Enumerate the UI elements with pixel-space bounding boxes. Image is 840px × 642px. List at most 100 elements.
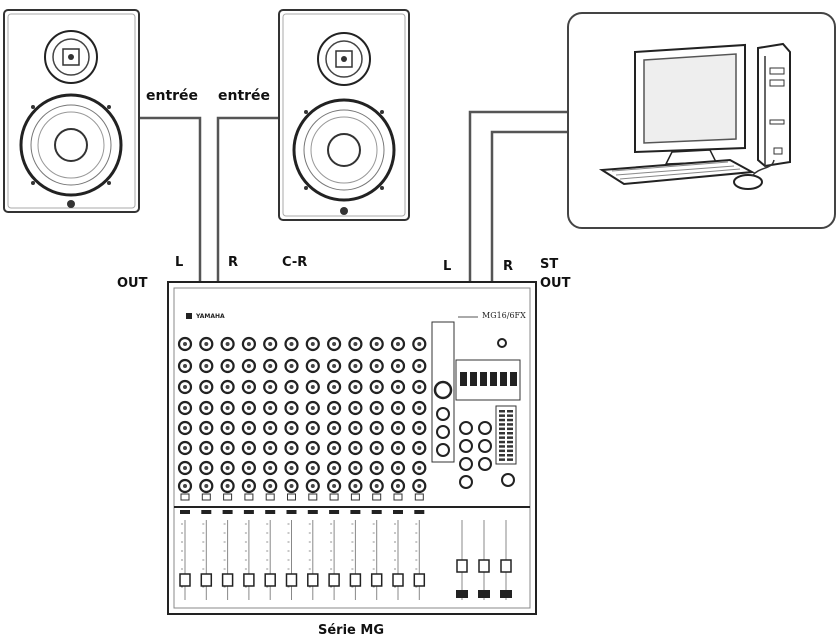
channel-knob — [348, 478, 363, 494]
master-fader — [478, 520, 490, 600]
channel-knob — [199, 379, 214, 395]
woofer-icon — [292, 98, 396, 202]
channel-knob — [305, 336, 320, 352]
master-knob — [501, 473, 515, 487]
speaker-left-input-label: entrée — [146, 88, 198, 104]
cable-st-right — [490, 130, 568, 282]
power-indicator-icon — [497, 338, 507, 348]
channel-knob — [327, 379, 342, 395]
channel-knob — [390, 440, 406, 456]
speaker-right-input-label: entrée — [218, 88, 270, 104]
channel-knob — [305, 358, 320, 374]
channel-fader — [328, 510, 340, 600]
master-knob — [459, 475, 473, 489]
group-button — [510, 372, 517, 386]
channel-knob — [369, 460, 384, 476]
channel-button — [244, 493, 254, 501]
channel-knob — [390, 336, 406, 352]
master-knob — [478, 421, 492, 435]
channel-fader — [307, 510, 319, 600]
mixer-caption: Série MG — [318, 623, 384, 638]
master-fader — [500, 520, 512, 600]
channel-knob — [241, 460, 256, 476]
channel-button — [287, 493, 296, 501]
mixer: YAMAHA MG16/6FX — [167, 281, 537, 615]
keyboard-icon — [598, 158, 756, 186]
channel-knob — [369, 478, 384, 494]
master-knobs — [436, 407, 515, 489]
channel-knob — [241, 336, 256, 352]
cables — [139, 110, 568, 282]
group-button — [500, 372, 507, 386]
channel-knob — [220, 379, 235, 395]
channel-knob — [327, 400, 342, 416]
channel-knob — [220, 440, 235, 456]
channel-knob — [241, 420, 256, 436]
speaker-logo-icon — [67, 200, 75, 208]
channel-fader — [370, 510, 383, 600]
channel-knob — [241, 400, 256, 416]
channel-knob — [305, 440, 320, 456]
channel-knob — [263, 336, 278, 352]
woofer-icon — [19, 93, 123, 197]
channel-button — [265, 493, 275, 501]
channel-knob — [412, 358, 427, 374]
channel-knob — [284, 400, 299, 416]
channel-knob — [220, 400, 235, 416]
speaker-logo-icon — [340, 207, 348, 215]
channel-knob — [220, 420, 235, 436]
group-button — [470, 372, 477, 386]
return-knob — [436, 425, 450, 439]
channel-fader — [392, 510, 404, 600]
channel-knob — [263, 420, 278, 436]
st-label: ST — [540, 257, 558, 272]
channel-knob — [412, 478, 427, 494]
st-left-label: L — [443, 259, 451, 274]
tweeter-icon — [44, 30, 98, 84]
channel-knob — [177, 478, 193, 494]
master-section — [431, 321, 521, 489]
channel-knob — [390, 379, 406, 395]
monitor-icon — [634, 43, 746, 165]
channel-knob — [348, 358, 363, 374]
master-knob — [459, 457, 473, 471]
st-out-label: OUT — [540, 276, 571, 291]
channel-knob — [305, 460, 320, 476]
channel-button — [180, 493, 190, 501]
mixer-brand: YAMAHA — [195, 313, 225, 320]
channel-knob — [284, 440, 299, 456]
channel-knob — [305, 478, 320, 494]
channel-knob — [327, 420, 342, 436]
channel-knob — [305, 420, 320, 436]
group-button — [480, 372, 487, 386]
channel-button — [414, 493, 424, 501]
channel-button — [308, 493, 318, 501]
channel-button — [201, 493, 211, 501]
channel-knob — [305, 379, 320, 395]
mixer-controls — [177, 336, 427, 501]
channel-knob — [390, 420, 406, 436]
channel-knob — [412, 420, 427, 436]
cr-left-label: L — [175, 255, 183, 270]
channel-knob — [263, 460, 278, 476]
speaker-right — [278, 9, 410, 221]
channel-knob — [284, 358, 299, 374]
channel-knob — [263, 478, 278, 494]
channel-fader — [221, 510, 234, 600]
channel-knob — [369, 336, 384, 352]
channel-knob — [284, 460, 299, 476]
channel-knob — [199, 420, 214, 436]
channel-knob — [412, 379, 427, 395]
channel-knob — [177, 358, 193, 374]
channel-knob — [390, 478, 406, 494]
channel-knob — [390, 400, 406, 416]
channel-knob — [348, 460, 363, 476]
channel-knob — [199, 358, 214, 374]
group-buttons — [460, 372, 517, 386]
channel-knob — [390, 460, 406, 476]
channel-knob — [284, 478, 299, 494]
channel-knob — [348, 420, 363, 436]
channel-fader — [349, 510, 362, 600]
channel-button — [329, 493, 339, 501]
fader-strip-divider — [174, 506, 530, 508]
